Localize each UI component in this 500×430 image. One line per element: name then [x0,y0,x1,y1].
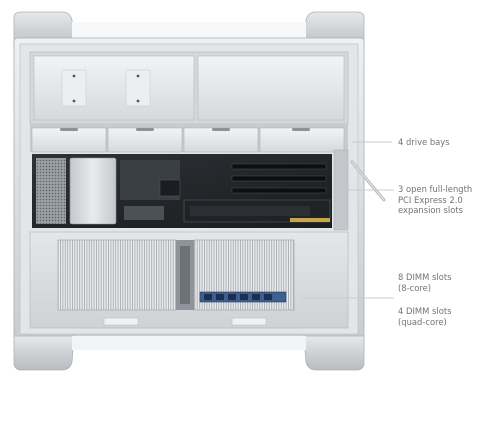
drive-bay-4 [259,127,345,153]
drive-bay-3 [183,127,259,153]
memory-riser-left [57,239,177,311]
chipset [159,179,181,197]
leader-lines [302,141,394,299]
rear-fan-grille [36,158,66,224]
callout-dimm-8core: 8 DIMM slots (8-core) [398,272,452,293]
callout-line: (8-core) [398,282,432,293]
callout-line: (quad-core) [398,316,447,327]
optical-drive-left [33,55,195,121]
bottom-foot-right [303,335,365,371]
callout-pci-slots: 3 open full-length PCI Express 2.0 expan… [398,184,472,216]
callout-line: PCI Express 2.0 [398,194,463,205]
bottom-foot-left [13,335,75,371]
drive-bay-1 [31,127,107,153]
processor-heatsink [69,157,117,225]
callout-line: 4 drive bays [398,137,450,147]
callout-drive-bays: 4 drive bays [398,137,450,148]
drive-bays [31,127,345,153]
callout-dimm-quadcore: 4 DIMM slots (quad-core) [398,306,452,327]
optical-drive-right [197,55,345,121]
callout-line: 3 open full-length [398,184,473,194]
drive-bay-2 [107,127,183,153]
pcie-slots [231,163,327,194]
callout-line: 4 DIMM slots [398,306,452,316]
memory-module [199,291,287,303]
callout-line: 8 DIMM slots [398,272,452,282]
callout-line: expansion slots [398,205,463,216]
